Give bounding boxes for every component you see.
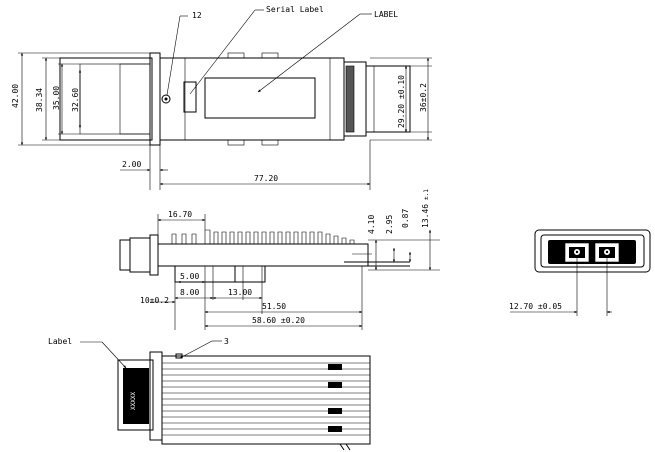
top-view-left-latch [119,63,151,135]
screw [161,94,171,104]
dim-0-87: 0.87 [401,209,410,228]
front-view-outline [534,229,651,273]
callout-part-12: 12 [192,11,202,20]
dim-13: 13.00 [228,288,252,297]
dim-12-70: 12.70 ±0.05 [509,302,562,311]
dim-51-50: 51.50 [262,302,286,311]
top-view-left-body [59,57,153,141]
dim-38-34: 38.34 [35,88,44,112]
dim-4-10: 4.10 [367,215,376,234]
front-view: 12.70 ±0.05 [509,229,651,316]
side-view-body [157,243,369,267]
bottom-view-body [161,355,371,445]
bottom-view-ribs [162,362,370,436]
dim-32-60: 32.60 [71,88,80,112]
top-view-left-inner [79,63,151,135]
side-view: 16.70 4.10 2.95 0.87 13.46 ±.1 5.00 8.00… [119,189,440,330]
dim-2-95: 2.95 [385,215,394,234]
callout-serial-label: Serial Label [266,5,324,14]
dim-5: 5.00 [180,272,199,281]
top-view-connector-head [365,65,411,133]
dim-35: 35.00 [52,86,61,110]
bottom-view-front-block [117,359,154,431]
callout-part-3: 3 [224,337,229,346]
callout-label-bottom: Label [48,337,72,346]
dim-77-20: 77.20 [254,174,278,183]
dim-58-60: 58.60 ±0.20 [252,316,305,325]
serial-label-box [183,81,197,113]
dim-13-46: 13.46 [421,204,430,228]
top-view: 12 Serial Label LABEL 42.00 38.34 35.00 … [11,5,432,190]
dim-2: 2.00 [122,160,141,169]
dim-42: 42.00 [11,84,20,108]
heatsink-fins [171,229,355,244]
dim-16-70: 16.70 [168,210,192,219]
top-view-main-body [159,57,345,141]
dim-36: 36±0.2 [419,83,428,112]
dim-13-46-tolerance: ±.1 [423,189,430,200]
dim-8: 8.00 [180,288,199,297]
bottom-view-vertical-label: XXXXX [130,392,137,410]
label-box [204,77,316,119]
dim-10: 10±0.2 [140,296,169,305]
callout-label-top: LABEL [374,10,398,19]
bottom-view: XXXXX Label 3 [48,337,371,451]
dim-29-20: 29.20 ±0.10 [397,75,406,128]
